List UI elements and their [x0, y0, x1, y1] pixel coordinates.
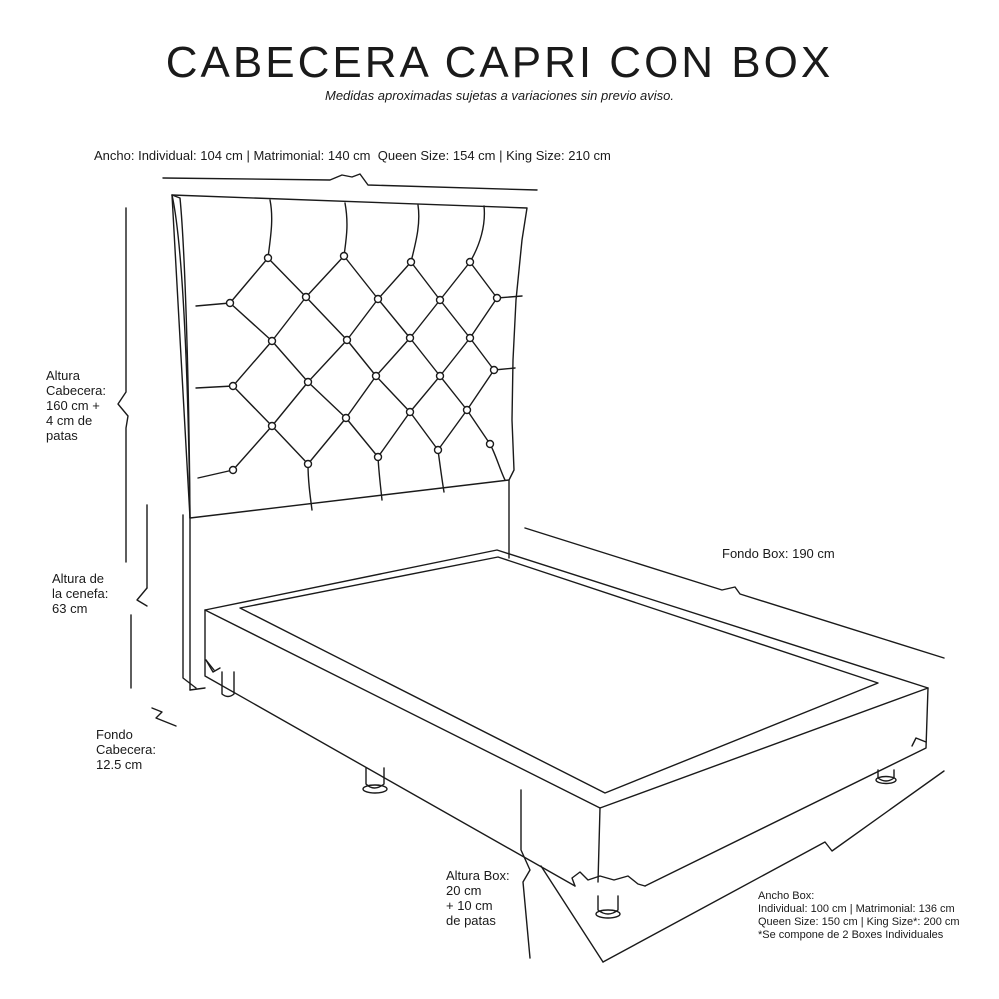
ancho-box-label: Ancho Box: Individual: 100 cm | Matrimon… [758, 890, 960, 941]
altura-box-label: Altura Box: 20 cm + 10 cm de patas [446, 868, 510, 928]
altura-cabecera-label: Altura Cabecera: 160 cm + 4 cm de patas [46, 368, 106, 443]
headboard-drawing [171, 194, 528, 698]
ancho-label: Ancho: Individual: 104 cm | Matrimonial:… [94, 148, 611, 163]
tufting-buttons [225, 251, 502, 475]
altura-cenefa-label: Altura de la cenefa: 63 cm [52, 571, 109, 616]
fondo-cabecera-label: Fondo Cabecera: 12.5 cm [96, 727, 156, 772]
page-subtitle: Medidas aproximadas sujetas a variacione… [324, 88, 674, 103]
page-title: CABECERA CAPRI CON BOX [165, 38, 834, 87]
tufting-pattern [229, 255, 498, 471]
box-base-drawing [204, 549, 929, 919]
dimension-lines [117, 173, 945, 963]
fondo-box-label: Fondo Box: 190 cm [722, 546, 835, 561]
